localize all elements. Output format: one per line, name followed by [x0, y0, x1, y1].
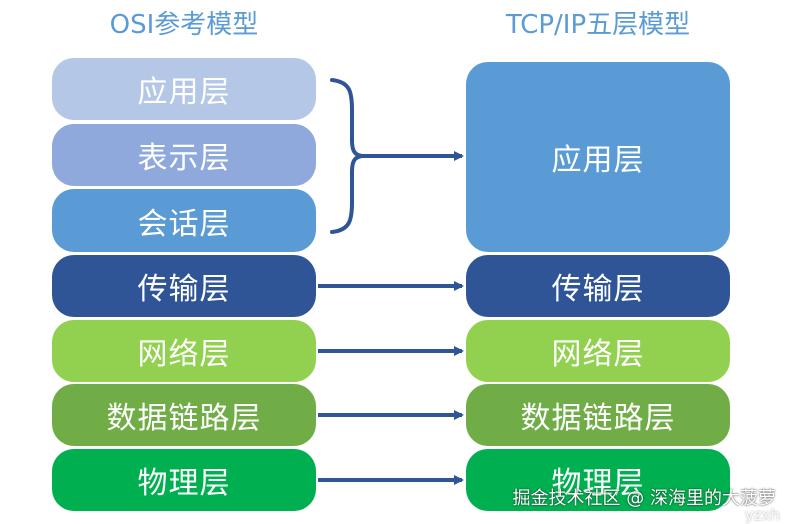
osi-presentation-layer: 表示层 [52, 124, 316, 186]
tcpip-data-link-layer: 数据链路层 [466, 384, 730, 446]
watermark-faint: yzxh [744, 506, 780, 524]
osi-session-layer: 会话层 [52, 189, 316, 252]
tcpip-transport-layer: 传输层 [466, 255, 730, 317]
osi-model-title: OSI参考模型 [109, 10, 259, 40]
osi-physical-layer: 物理层 [52, 449, 316, 511]
curly-brace [330, 78, 363, 234]
tcpip-physical-layer: 物理层 [466, 449, 730, 511]
tcpip-application-layer: 应用层 [466, 62, 730, 252]
tcpip-network-layer: 网络层 [466, 320, 730, 382]
watermark: 掘金技术社区 @ 深海里的大菠萝 [512, 488, 776, 509]
osi-network-layer: 网络层 [52, 320, 316, 382]
osi-transport-layer: 传输层 [52, 255, 316, 317]
osi-application-layer: 应用层 [52, 58, 316, 120]
tcpip-model-title: TCP/IP五层模型 [505, 10, 691, 40]
osi-data-link-layer: 数据链路层 [52, 384, 316, 446]
